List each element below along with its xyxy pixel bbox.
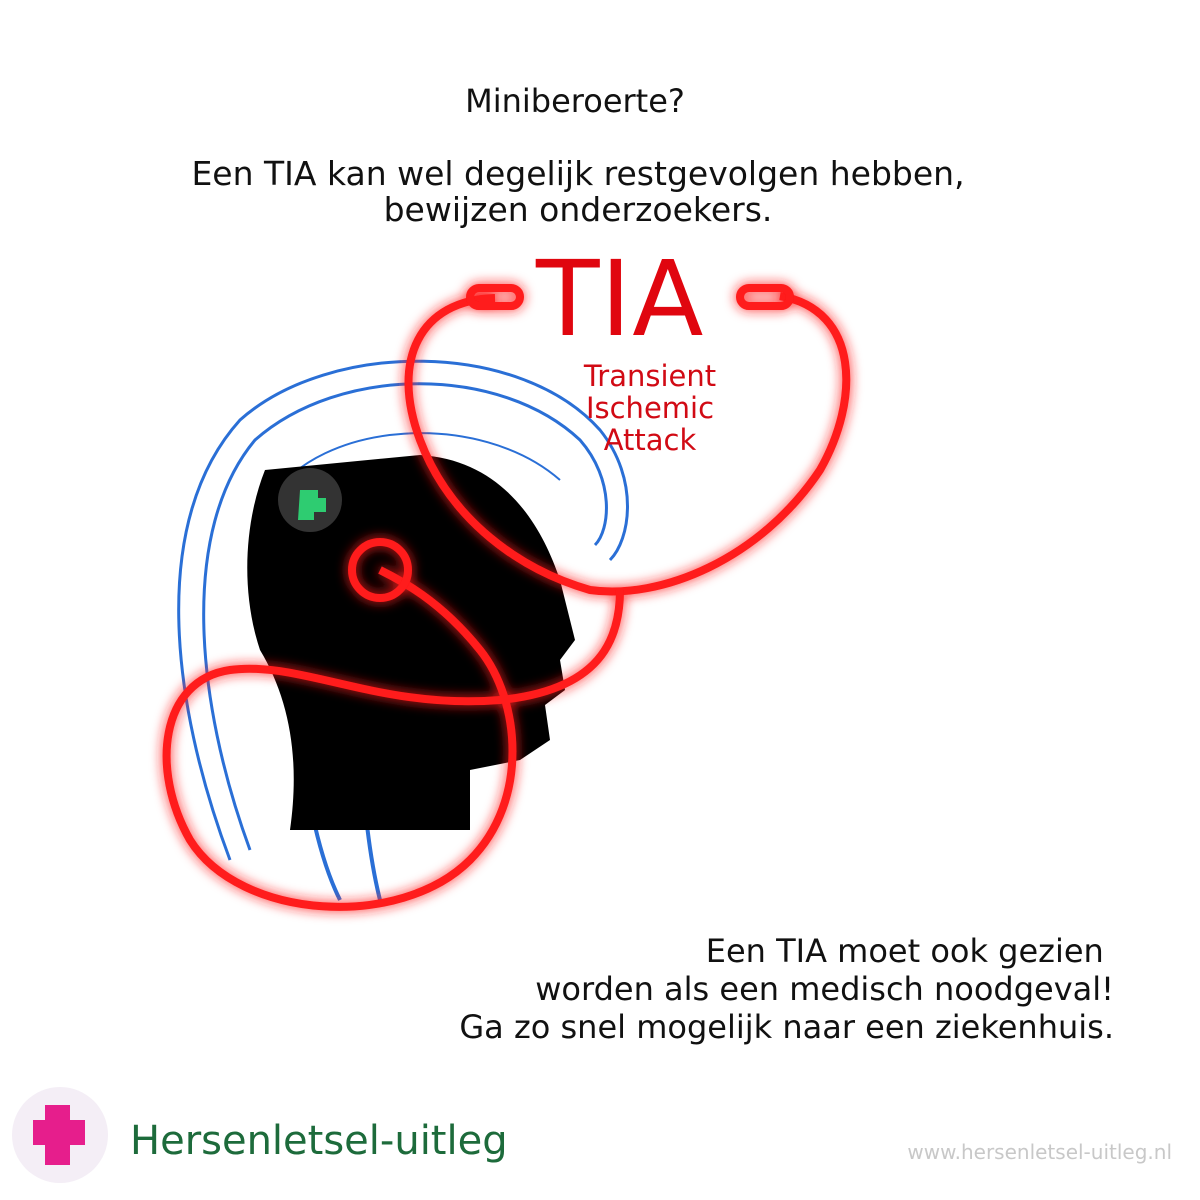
- full-form-word: Attack: [603, 423, 697, 457]
- stethoscope: [162, 284, 851, 911]
- brand-name: Hersenletsel-uitleg: [130, 1118, 508, 1164]
- website-url: www.hersenletsel-uitleg.nl: [907, 1140, 1172, 1164]
- tia-full-form: Transient Ischemic Attack: [560, 360, 740, 456]
- brand-logo-icon: [12, 1087, 108, 1183]
- brain-logo-inset: [278, 468, 342, 532]
- warning-line: Ga zo snel mogelijk naar een ziekenhuis.: [459, 1008, 1114, 1046]
- warning-line: worden als een medisch noodgeval!: [535, 970, 1114, 1008]
- full-form-word: Transient: [583, 359, 717, 393]
- head-silhouette: [247, 455, 575, 830]
- full-form-word: Ischemic: [585, 391, 715, 425]
- tia-title: TIA: [536, 238, 705, 360]
- question-heading: Miniberoerte?: [465, 82, 685, 120]
- lead-line: bewijzen onderzoekers.: [383, 190, 773, 229]
- lead-text: Een TIA kan wel degelijk restgevolgen he…: [0, 156, 1156, 228]
- warning-text: Een TIA moet ook gezien worden als een m…: [459, 932, 1114, 1046]
- lead-line: Een TIA kan wel degelijk restgevolgen he…: [191, 154, 965, 193]
- warning-line: Een TIA moet ook gezien: [705, 932, 1114, 970]
